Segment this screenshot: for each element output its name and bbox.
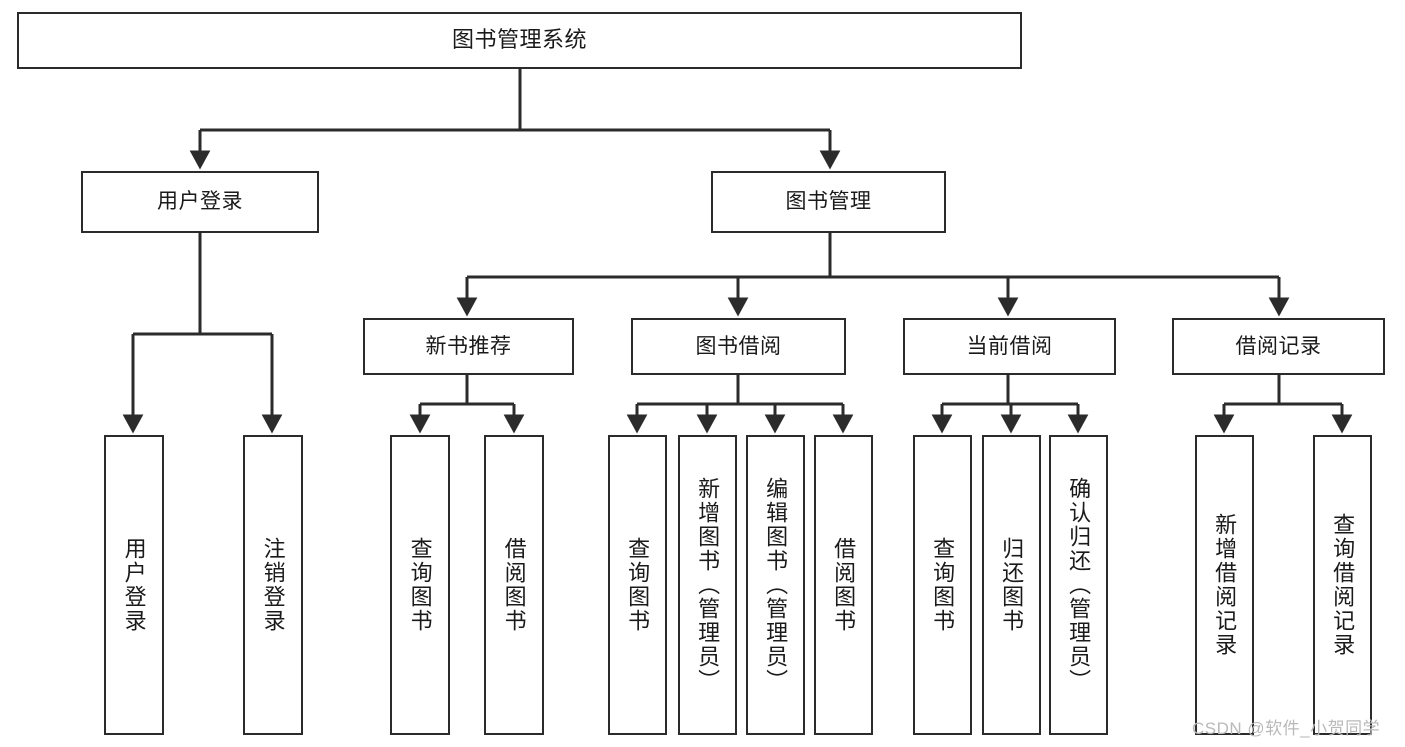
node-leaf-query-book-1-label: 查询图书 xyxy=(407,537,433,633)
node-borrow-record[interactable]: 借阅记录 xyxy=(1172,318,1385,375)
node-leaf-user-login[interactable]: 用户登录 xyxy=(104,435,164,735)
node-leaf-query-record-label: 查询借阅记录 xyxy=(1330,513,1356,657)
node-leaf-edit-book[interactable]: 编辑图书（管理员） xyxy=(746,435,805,735)
node-current-borrow-label: 当前借阅 xyxy=(966,334,1053,358)
node-book-borrow[interactable]: 图书借阅 xyxy=(631,318,846,375)
node-leaf-borrow-book-2-label: 借阅图书 xyxy=(831,537,857,633)
node-leaf-return-book[interactable]: 归还图书 xyxy=(982,435,1041,735)
node-leaf-add-record[interactable]: 新增借阅记录 xyxy=(1195,435,1254,735)
node-user-login[interactable]: 用户登录 xyxy=(81,171,319,233)
node-leaf-add-book[interactable]: 新增图书（管理员） xyxy=(678,435,737,735)
node-leaf-edit-book-label: 编辑图书（管理员） xyxy=(763,477,789,693)
node-leaf-borrow-book-1[interactable]: 借阅图书 xyxy=(484,435,544,735)
watermark: CSDN @软件_小贺同学 xyxy=(1192,719,1381,738)
node-leaf-confirm-return-label: 确认归还（管理员） xyxy=(1066,477,1092,693)
node-book-manage-label: 图书管理 xyxy=(785,190,872,214)
node-book-borrow-label: 图书借阅 xyxy=(695,334,782,358)
node-leaf-query-book-1[interactable]: 查询图书 xyxy=(390,435,450,735)
node-leaf-borrow-book-2[interactable]: 借阅图书 xyxy=(814,435,873,735)
node-book-manage[interactable]: 图书管理 xyxy=(711,171,946,233)
node-leaf-logout[interactable]: 注销登录 xyxy=(243,435,303,735)
node-leaf-query-book-2[interactable]: 查询图书 xyxy=(608,435,667,735)
node-borrow-record-label: 借阅记录 xyxy=(1235,334,1322,358)
node-new-book-recommend-label: 新书推荐 xyxy=(425,334,512,358)
node-new-book-recommend[interactable]: 新书推荐 xyxy=(363,318,574,375)
node-root-label: 图书管理系统 xyxy=(451,27,587,53)
node-leaf-query-book-2-label: 查询图书 xyxy=(625,537,651,633)
node-leaf-borrow-book-1-label: 借阅图书 xyxy=(501,537,527,633)
node-leaf-user-login-label: 用户登录 xyxy=(121,537,147,633)
node-leaf-add-book-label: 新增图书（管理员） xyxy=(695,477,721,693)
node-leaf-query-book-3-label: 查询图书 xyxy=(930,537,956,633)
node-leaf-confirm-return[interactable]: 确认归还（管理员） xyxy=(1049,435,1108,735)
node-user-login-label: 用户登录 xyxy=(157,190,243,214)
node-current-borrow[interactable]: 当前借阅 xyxy=(903,318,1116,375)
node-leaf-add-record-label: 新增借阅记录 xyxy=(1212,513,1238,657)
node-root[interactable]: 图书管理系统 xyxy=(17,12,1022,69)
node-leaf-query-book-3[interactable]: 查询图书 xyxy=(913,435,972,735)
node-leaf-return-book-label: 归还图书 xyxy=(999,537,1025,633)
node-leaf-logout-label: 注销登录 xyxy=(260,537,286,633)
node-leaf-query-record[interactable]: 查询借阅记录 xyxy=(1313,435,1372,735)
